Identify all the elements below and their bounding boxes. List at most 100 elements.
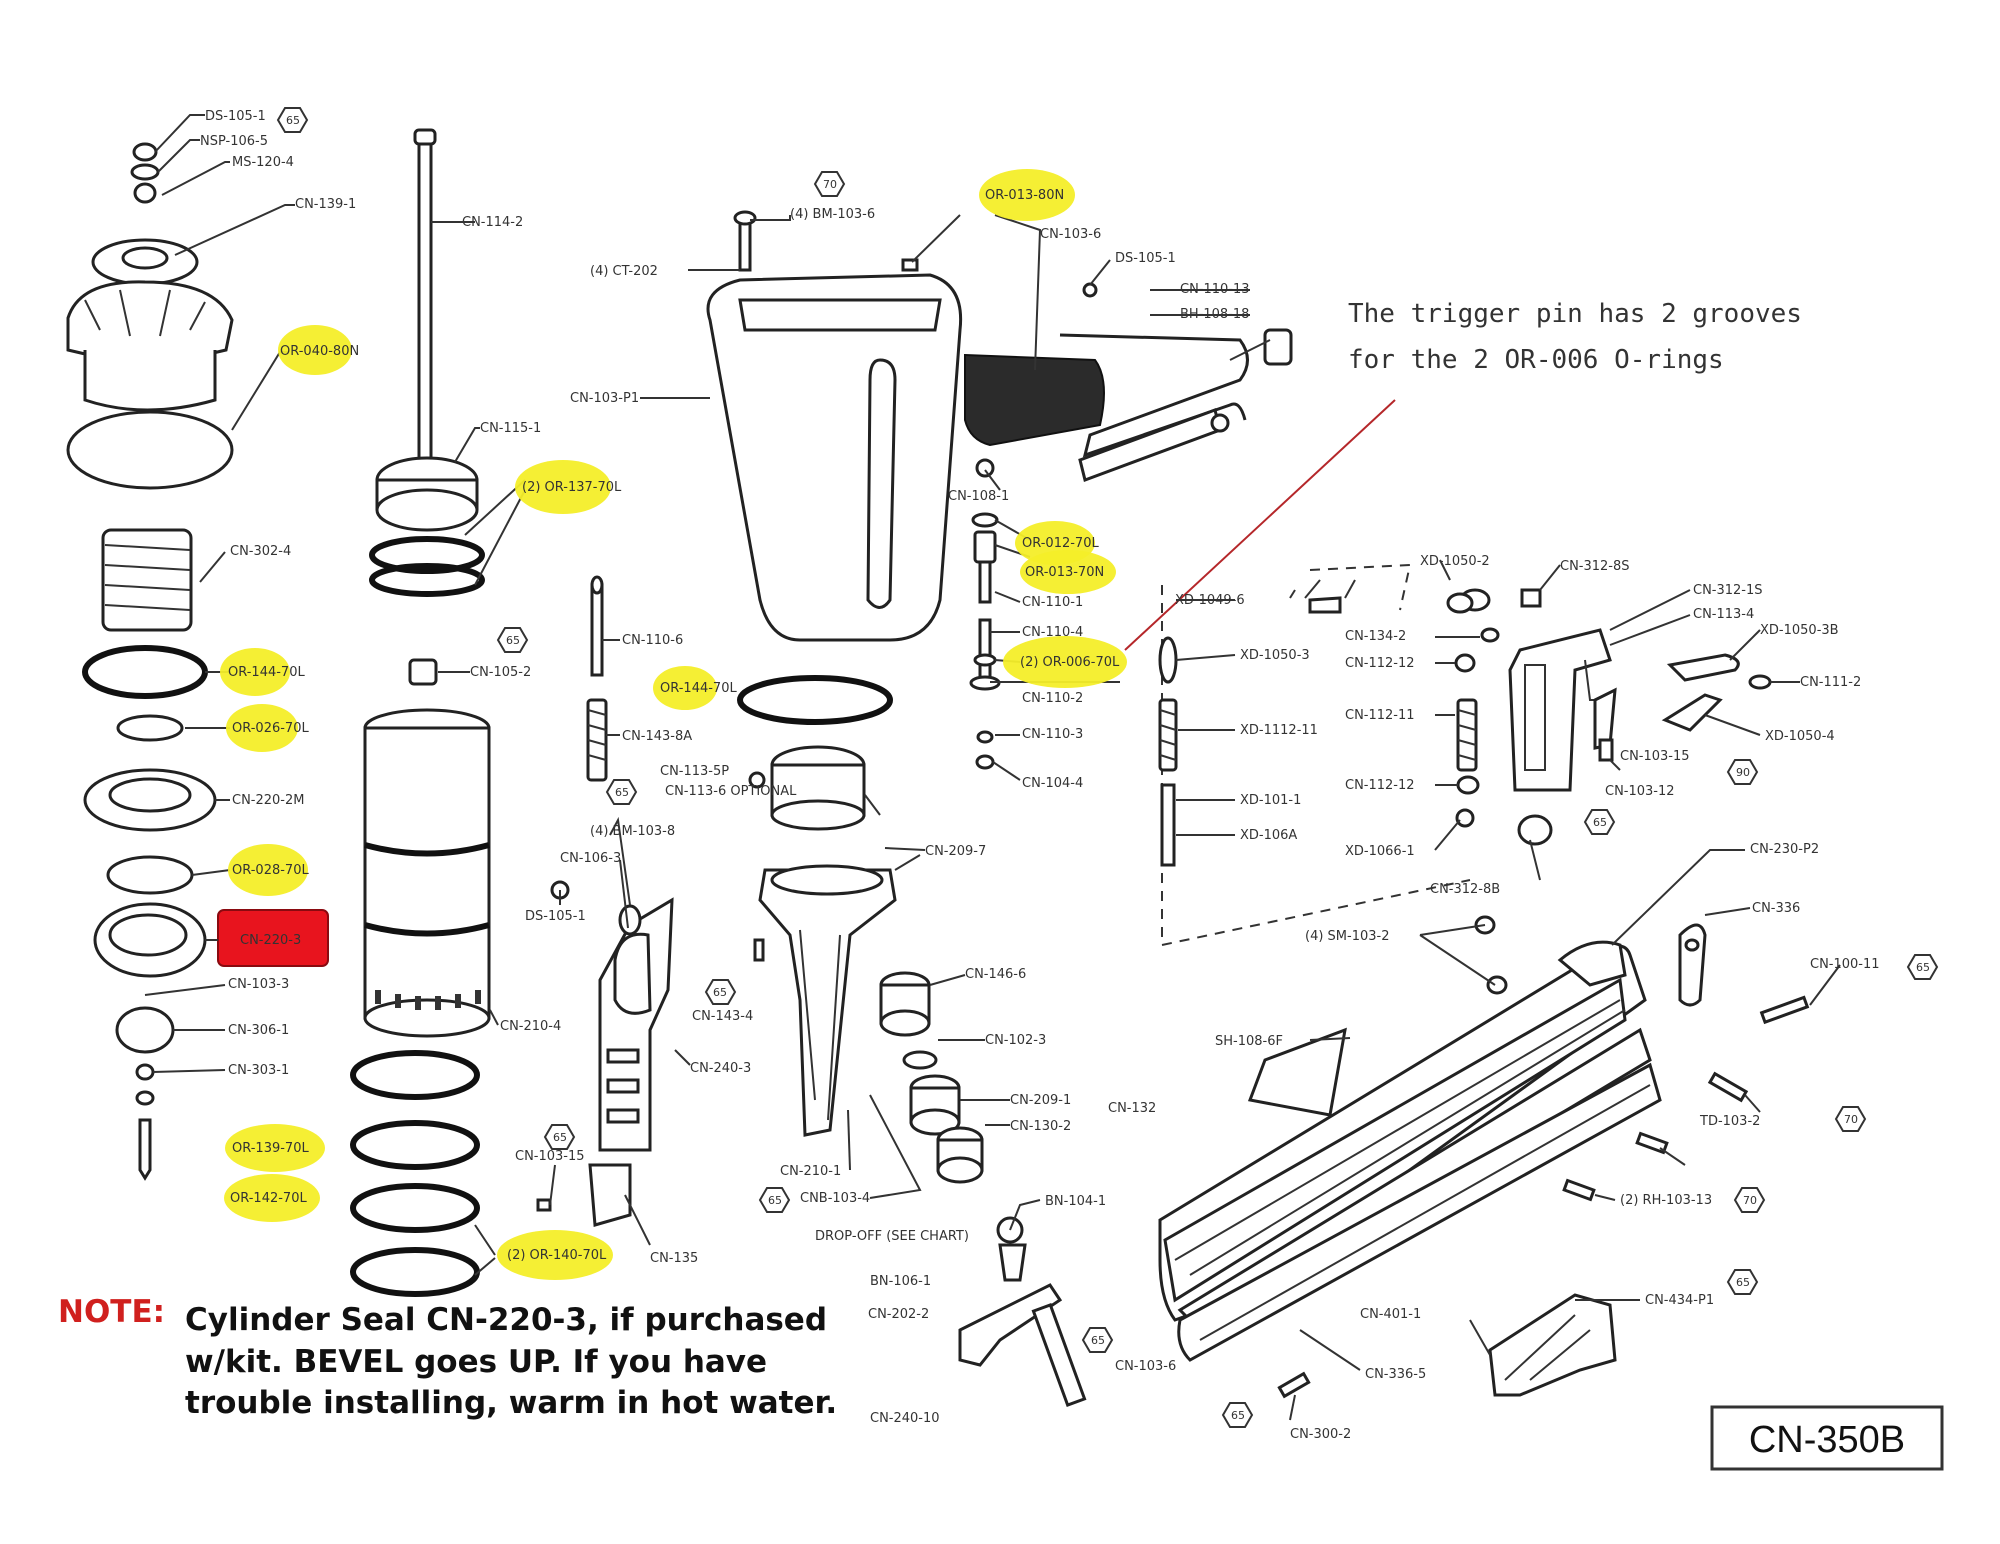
label-td-103-2: TD-103-2 bbox=[1699, 1114, 1760, 1129]
svg-text:65: 65 bbox=[1231, 1409, 1245, 1422]
label-xd-106a: XD-106A bbox=[1240, 828, 1297, 843]
spring bbox=[101, 528, 193, 632]
label-cn-240-3: CN-240-3 bbox=[690, 1061, 751, 1076]
label-cn-110-13: CN-110-13 bbox=[1180, 282, 1250, 297]
handle-grip bbox=[964, 353, 1105, 447]
label-or-144-70l: OR-144-70L bbox=[228, 665, 305, 680]
label-cn-209-7: CN-209-7 bbox=[925, 844, 986, 859]
label-bn-104-1: BN-104-1 bbox=[1045, 1194, 1106, 1209]
label-cn-105-2: CN-105-2 bbox=[470, 665, 531, 680]
label-rh-103-13: (2) RH-103-13 bbox=[1620, 1193, 1712, 1208]
label-cn-113-5p: CN-113-5P bbox=[660, 764, 729, 779]
labels-nose: CN-110-6 CN-143-8A OR-144-70L CN-113-5P … bbox=[515, 633, 1176, 1426]
label-ct-202: (4) CT-202 bbox=[590, 264, 658, 279]
cap-assembly-column bbox=[66, 142, 329, 1181]
label-cn-108-1: CN-108-1 bbox=[948, 489, 1009, 504]
svg-text:65: 65 bbox=[1091, 1334, 1105, 1347]
label-optional: CN-113-6 OPTIONAL bbox=[665, 784, 797, 799]
note-line-2: w/kit. BEVEL goes UP. If you have bbox=[185, 1344, 767, 1380]
label-sh-108-6: SH-108-6F bbox=[1215, 1034, 1283, 1049]
label-cn-103-6-b: CN-103-6 bbox=[1115, 1359, 1176, 1374]
label-ds-105-1-mid: DS-105-1 bbox=[1115, 251, 1176, 266]
svg-text:65: 65 bbox=[553, 1131, 567, 1144]
label-cn-303-1: CN-303-1 bbox=[228, 1063, 289, 1078]
label-or-142-70l: OR-142-70L bbox=[230, 1191, 307, 1206]
label-cn-114-2: CN-114-2 bbox=[462, 215, 523, 230]
label-cn-240-10: CN-240-10 bbox=[870, 1411, 940, 1426]
svg-text:65: 65 bbox=[506, 634, 520, 647]
label-cn-302-4: CN-302-4 bbox=[230, 544, 291, 559]
label-cn-112-11: CN-112-11 bbox=[1345, 708, 1415, 723]
label-cnb-103-4: CNB-103-4 bbox=[800, 1191, 870, 1206]
label-cn-130-2: CN-130-2 bbox=[1010, 1119, 1071, 1134]
svg-text:65: 65 bbox=[615, 786, 629, 799]
driver-cylinder-column bbox=[350, 128, 491, 1297]
label-cn-132: CN-132 bbox=[1108, 1101, 1156, 1116]
o-ring bbox=[82, 645, 208, 699]
label-cn-110-2: CN-110-2 bbox=[1022, 691, 1083, 706]
label-or-012-70l: OR-012-70L bbox=[1022, 536, 1099, 551]
label-cn-106-3: CN-106-3 bbox=[560, 851, 621, 866]
label-cn-111-2: CN-111-2 bbox=[1800, 675, 1861, 690]
label-cn-104-4: CN-104-4 bbox=[1022, 776, 1083, 791]
label-or-137-70l: (2) OR-137-70L bbox=[522, 480, 622, 495]
model-badge: CN-350B bbox=[1710, 1405, 1944, 1471]
label-ds-105-1: DS-105-1 bbox=[205, 109, 266, 124]
label-cn-146-6: CN-146-6 bbox=[965, 967, 1026, 982]
callout-line-2: for the 2 OR-006 O-rings bbox=[1348, 345, 1724, 375]
label-cn-110-3: CN-110-3 bbox=[1022, 727, 1083, 742]
label-cn-312-8b: CN-312-8B bbox=[1430, 882, 1500, 897]
label-cn-434-p1: CN-434-P1 bbox=[1645, 1293, 1714, 1308]
label-bm-103-8: (4) BM-103-8 bbox=[590, 824, 675, 839]
label-cn-100-11: CN-100-11 bbox=[1810, 957, 1880, 972]
svg-text:65: 65 bbox=[286, 114, 300, 127]
label-xd-1112-11: XD-1112-11 bbox=[1240, 723, 1318, 738]
label-cn-312-8s: CN-312-8S bbox=[1560, 559, 1630, 574]
label-bh-108-18: BH-108-18 bbox=[1180, 307, 1249, 322]
labels-left: DS-105-1 NSP-106-5 MS-120-4 CN-139-1 OR-… bbox=[200, 107, 359, 1222]
label-or-144-70l-2: OR-144-70L bbox=[660, 681, 737, 696]
label-xd-1050-3b: XD-1050-3B bbox=[1760, 623, 1839, 638]
leader-lines-left bbox=[144, 114, 295, 1073]
model-number: CN-350B bbox=[1749, 1419, 1905, 1461]
label-or-013-80n: OR-013-80N bbox=[985, 188, 1064, 203]
label-xd-1050-2: XD-1050-2 bbox=[1420, 554, 1490, 569]
callout-line-1: The trigger pin has 2 grooves bbox=[1348, 299, 1802, 329]
label-sm-103-2: (4) SM-103-2 bbox=[1305, 929, 1389, 944]
label-cn-115-1: CN-115-1 bbox=[480, 421, 541, 436]
label-drop-off: DROP-OFF (SEE CHART) bbox=[815, 1229, 969, 1244]
note-heading: NOTE: bbox=[58, 1294, 165, 1330]
svg-text:65: 65 bbox=[713, 986, 727, 999]
label-cn-103-3: CN-103-3 bbox=[228, 977, 289, 992]
label-cn-306-1: CN-306-1 bbox=[228, 1023, 289, 1038]
label-cn-135: CN-135 bbox=[650, 1251, 698, 1266]
label-cn-113-4: CN-113-4 bbox=[1693, 607, 1754, 622]
label-cn-300-2: CN-300-2 bbox=[1290, 1427, 1351, 1442]
label-cn-139-1: CN-139-1 bbox=[295, 197, 356, 212]
labels-magazine: CN-230-P2 (4) SM-103-2 CN-336 CN-100-11 … bbox=[1215, 842, 1939, 1442]
label-cn-112-12: CN-112-12 bbox=[1345, 656, 1415, 671]
nose-assembly bbox=[536, 575, 1087, 1407]
label-or-040-80n: OR-040-80N bbox=[280, 344, 359, 359]
label-cn-110-6: CN-110-6 bbox=[622, 633, 683, 648]
label-cn-103-12: CN-103-12 bbox=[1605, 784, 1675, 799]
label-xd-1049-6: XD-1049-6 bbox=[1175, 593, 1245, 608]
label-cn-220-3: CN-220-3 bbox=[240, 933, 301, 948]
label-cn-202-2: CN-202-2 bbox=[868, 1307, 929, 1322]
trigger-pin-callout: The trigger pin has 2 grooves for the 2 … bbox=[1348, 299, 1802, 375]
label-cn-209-1: CN-209-1 bbox=[1010, 1093, 1071, 1108]
label-cn-110-4: CN-110-4 bbox=[1022, 625, 1083, 640]
labels-latch: XD-1049-6 XD-1050-2 CN-312-8S CN-312-1S … bbox=[1175, 554, 1861, 897]
labels-column-2: CN-114-2 CN-115-1 (2) OR-137-70L CN-105-… bbox=[431, 215, 622, 1280]
label-cn-312-1s: CN-312-1S bbox=[1693, 583, 1763, 598]
label-cn-143-4: CN-143-4 bbox=[692, 1009, 753, 1024]
label-cn-134-2: CN-134-2 bbox=[1345, 629, 1406, 644]
label-cn-401-1: CN-401-1 bbox=[1360, 1307, 1421, 1322]
note-line-1: Cylinder Seal CN-220-3, if purchased bbox=[185, 1302, 827, 1338]
label-or-028-70l: OR-028-70L bbox=[232, 863, 309, 878]
label-cn-103-15-b: CN-103-15 bbox=[1620, 749, 1690, 764]
label-or-006-70l: (2) OR-006-70L bbox=[1020, 655, 1120, 670]
label-or-013-70n: OR-013-70N bbox=[1025, 565, 1104, 580]
label-cn-210-4: CN-210-4 bbox=[500, 1019, 561, 1034]
